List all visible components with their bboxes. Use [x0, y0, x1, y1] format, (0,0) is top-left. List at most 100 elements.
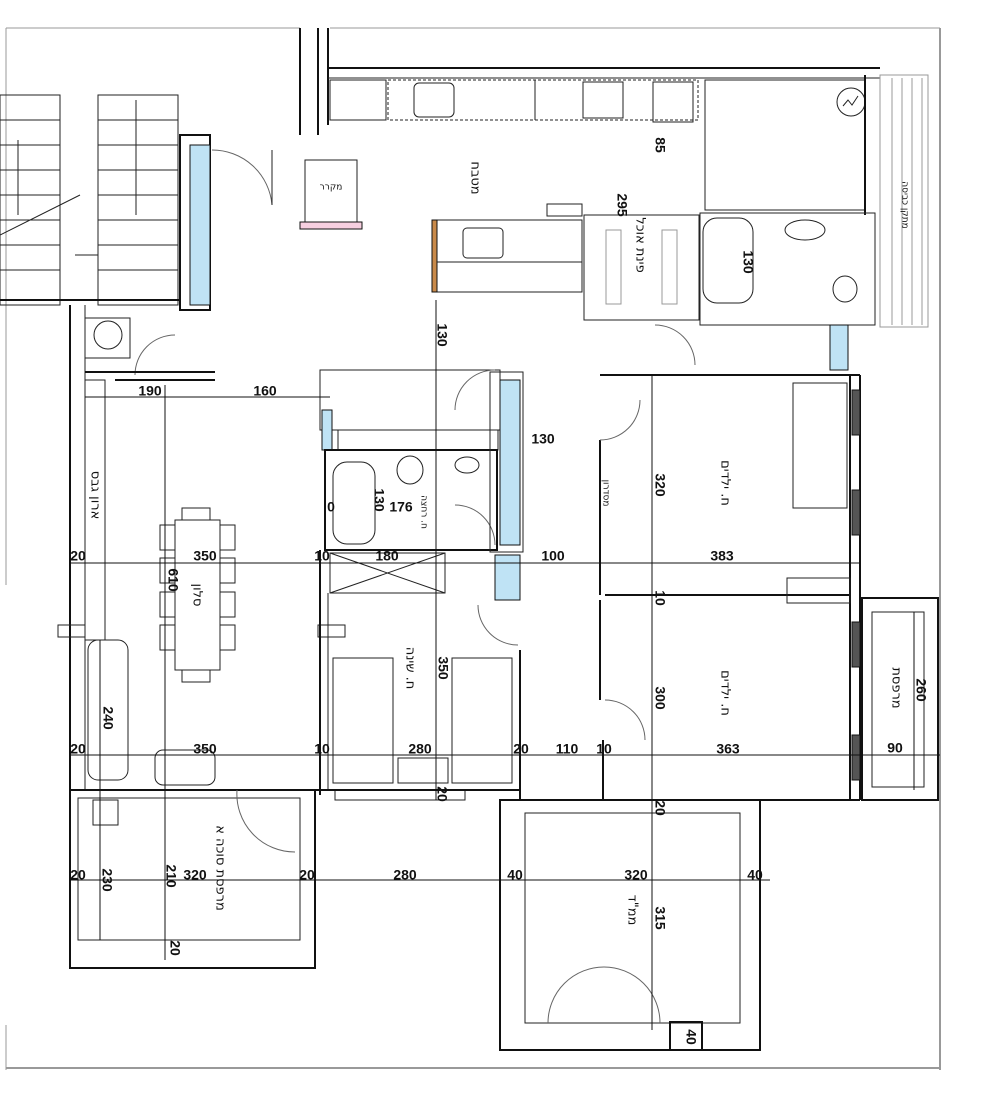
dimension-label: 280 — [408, 741, 432, 757]
toilet — [93, 320, 123, 350]
dimension-label: 240 — [100, 706, 116, 730]
dimension-label: 40 — [747, 867, 763, 883]
bed — [332, 657, 394, 784]
living-label: סלון — [190, 584, 205, 607]
guest-bathroom — [699, 212, 876, 371]
dimension-label: 190 — [138, 383, 162, 399]
sheet-frame — [5, 27, 941, 1070]
sukkah-balcony: מרפסת סוכה א — [69, 789, 316, 969]
sukkah-balcony-label: מרפסת סוכה א — [213, 825, 228, 911]
balcony: מרפסת — [861, 597, 939, 801]
dimension-label: 300 — [652, 686, 668, 710]
boiler-icon — [836, 87, 866, 117]
dimension-label: 260 — [913, 678, 929, 702]
balcony-label: מרפסת — [889, 667, 904, 708]
dimension-label: 20 — [434, 786, 450, 802]
dimension-label: 20 — [70, 548, 86, 564]
toilet — [832, 275, 858, 303]
dimension-label: 383 — [710, 548, 734, 564]
sofa — [87, 639, 129, 781]
dimension-label: 320 — [652, 473, 668, 497]
dimension-label: 20 — [70, 867, 86, 883]
kids-room-door[interactable] — [604, 699, 646, 741]
dimension-label: 130 — [371, 488, 387, 512]
dimension-labels: 190 160 130 130 20 350 10 180 100 383 61… — [70, 137, 929, 1045]
bathroom-door[interactable] — [454, 369, 496, 411]
dimension-label: 40 — [683, 1029, 699, 1045]
sink — [92, 799, 119, 826]
dimension-label: 363 — [716, 741, 740, 757]
dimension-label: 610 — [165, 568, 181, 592]
dimension-label: 40 — [507, 867, 523, 883]
sink — [454, 456, 480, 474]
dimension-label: 20 — [299, 867, 315, 883]
laundry-rack — [879, 74, 929, 328]
dimension-label: 180 — [375, 548, 399, 564]
entrance-door[interactable] — [211, 149, 273, 206]
corridor-label: מסדרון — [601, 480, 611, 507]
dimension-label: 350 — [193, 548, 217, 564]
bedroom-label: ח. שינה — [403, 647, 418, 690]
dimension-label: 10 — [314, 741, 330, 757]
dimension-label: 100 — [541, 548, 565, 564]
dimension-label: 20 — [513, 741, 529, 757]
main-bathroom: ח. רחצה — [319, 369, 524, 601]
dimension-label: 320 — [624, 867, 648, 883]
bedroom-door[interactable] — [477, 604, 519, 646]
armchair — [154, 749, 216, 786]
dimension-label: 20 — [70, 741, 86, 757]
balcony-door[interactable] — [236, 789, 296, 853]
dimension-label: 210 — [163, 864, 179, 888]
dimension-label: 0 — [327, 499, 335, 515]
staircase — [0, 94, 180, 306]
sink — [784, 219, 826, 241]
bed — [792, 382, 848, 509]
stove-icon — [582, 81, 624, 119]
bed — [451, 657, 513, 784]
dimension-label: 90 — [887, 740, 903, 756]
kids-room-door[interactable] — [599, 399, 641, 441]
safe-room: ממ"ד — [499, 799, 761, 1051]
dining-label: פינת אוכל — [633, 217, 648, 272]
dimension-label: 110 — [556, 741, 579, 757]
bathtub — [332, 461, 376, 545]
dimension-label: 315 — [652, 906, 668, 930]
dimension-label: 20 — [167, 940, 183, 956]
dimension-label: 176 — [389, 499, 413, 515]
kitchen-sink — [413, 82, 455, 118]
dimension-label: 20 — [652, 800, 668, 816]
kitchen-island — [431, 219, 583, 293]
kids-rooms: ח. ילדים מסדרון ח. ילדים — [599, 324, 861, 801]
dimension-label: 230 — [99, 868, 115, 892]
dimension-label: 350 — [435, 656, 451, 680]
dimension-lines — [70, 300, 940, 1030]
safe-room-door[interactable] — [547, 966, 661, 1024]
dimension-label: 130 — [740, 250, 756, 274]
dining-area — [583, 214, 700, 321]
laundry-label: מתקן כביסה — [900, 181, 910, 228]
closet-label: ארון גבס — [88, 471, 103, 520]
dimension-label: 350 — [193, 741, 217, 757]
dimension-label: 10 — [314, 548, 330, 564]
dimension-label: 295 — [614, 193, 630, 217]
dimension-label: 160 — [253, 383, 277, 399]
toilet — [396, 455, 424, 485]
oven — [652, 81, 694, 123]
dimension-label: 10 — [652, 590, 668, 606]
fridge-label: מקרר — [320, 183, 343, 193]
bedroom: ח. שינה — [300, 550, 521, 801]
dimension-label: 130 — [531, 431, 555, 447]
dimension-label: 280 — [393, 867, 417, 883]
bathroom-label: ח. רחצה — [419, 495, 429, 529]
dimension-label: 130 — [434, 323, 450, 347]
safe-room-label: ממ"ד — [625, 895, 640, 926]
kids-room-2-label: ח. ילדים — [718, 670, 733, 716]
dimension-label: 320 — [183, 867, 207, 883]
dimension-label: 10 — [596, 741, 612, 757]
kitchen-area: מקרר מטבח פינת אוכל מתקן כביסה — [299, 28, 929, 328]
kitchen-label: מטבח — [468, 161, 483, 194]
shaft-duct — [189, 144, 211, 306]
dimension-label: 85 — [652, 137, 668, 153]
bathtub — [702, 217, 754, 304]
